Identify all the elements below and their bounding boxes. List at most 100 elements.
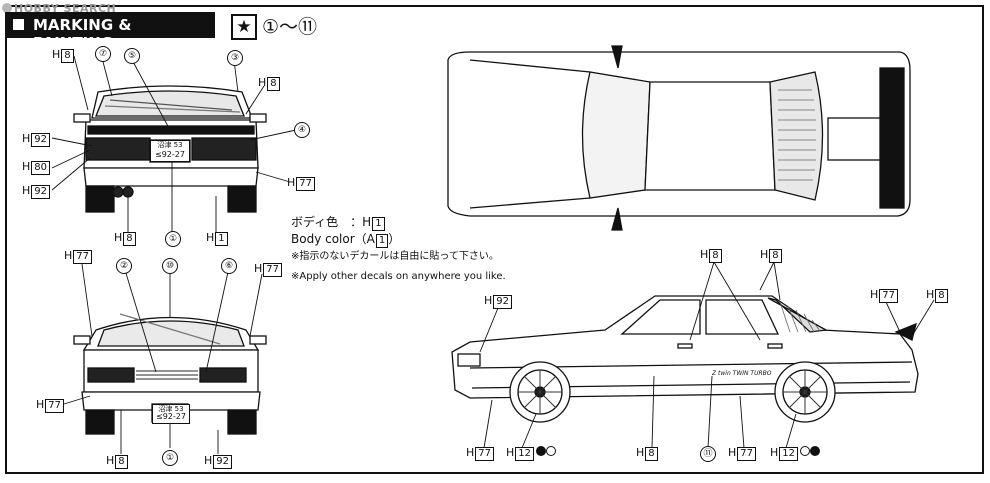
h-code-value: 77 (45, 399, 65, 413)
h-code-value: 8 (935, 289, 948, 303)
h-prefix: H (287, 176, 296, 189)
callout-6-front: ⑥ (221, 258, 237, 274)
rear-view-drawing (73, 85, 267, 213)
h-prefix: H (870, 288, 879, 301)
body-color-jp-text: ボディ色 ：H (291, 215, 372, 229)
header-square-icon (13, 19, 24, 30)
h-code-value: 8 (769, 249, 782, 263)
h-code-value: 77 (263, 263, 283, 277)
h-prefix: H (636, 446, 645, 459)
h-prefix: H (206, 231, 215, 244)
callout-5-rear: ⑤ (124, 48, 140, 64)
section-title: MARKING & PAINTING (33, 16, 132, 52)
side-stripe-decal: Z twin TWIN TURBO (712, 370, 772, 377)
decal-note-jp: ※指示のないデカールは自由に貼って下さい。 (291, 251, 499, 262)
body-color-jp-code: 1 (372, 217, 385, 231)
watermark: HOBBY SEARCH (2, 2, 116, 15)
h-code-value: 8 (645, 447, 658, 461)
h-code-value: 92 (31, 133, 51, 147)
h-prefix: H (484, 294, 493, 307)
hobby-search-logo-icon (2, 3, 12, 13)
front-license-plate: 沼津 53 ≤92-27 (152, 404, 190, 424)
h-prefix: H (114, 231, 123, 244)
h-code-value: 8 (61, 49, 74, 63)
h-prefix: H (36, 398, 45, 411)
body-color-en-close: ） (388, 232, 401, 246)
h-prefix: H (22, 160, 31, 173)
front-view-drawing (73, 313, 267, 435)
callout-1-rear: ① (165, 231, 181, 247)
callout-1-front: ① (162, 450, 178, 466)
callout-3-rear: ③ (227, 50, 243, 66)
h-prefix: H (254, 262, 263, 275)
h-prefix: H (64, 249, 73, 262)
h-code-value: 92 (493, 295, 513, 309)
h-code-value: 8 (709, 249, 722, 263)
h-code-value: 80 (31, 161, 51, 175)
plate-line2: ≤92-27 (155, 150, 185, 159)
h-code-value: 77 (475, 447, 495, 461)
h-code-value: 8 (267, 77, 280, 91)
h-prefix: H (52, 48, 61, 61)
callout-4-rear: ④ (294, 122, 310, 138)
section-header: MARKING & PAINTING (5, 12, 215, 52)
h-code-value: 8 (115, 455, 128, 469)
h-prefix: H (770, 446, 779, 459)
callout-11-side: ⑪ (700, 446, 716, 462)
h-prefix: H (22, 184, 31, 197)
h-prefix: H (466, 446, 475, 459)
h-code-value: 1 (215, 232, 228, 246)
wheel-color-dots-icon (536, 446, 557, 460)
h-prefix: H (760, 248, 769, 261)
side-view-drawing (451, 295, 919, 423)
h-code-value: 92 (31, 185, 51, 199)
rear-license-plate: 沼津 53 ≤92-27 (150, 140, 190, 162)
instruction-frame (5, 5, 984, 474)
h-code-value: 12 (779, 447, 799, 461)
h-code-value: 77 (73, 250, 93, 264)
h-prefix: H (926, 288, 935, 301)
h-code-value: 77 (879, 289, 899, 303)
h-prefix: H (204, 454, 213, 467)
star-icon: ★ (231, 14, 257, 40)
h-prefix: H (700, 248, 709, 261)
h-prefix: H (106, 454, 115, 467)
plate-line1: 沼津 53 (158, 405, 184, 413)
callout-10-front: ⑩ (162, 258, 178, 274)
h-prefix: H (728, 446, 737, 459)
h-prefix: H (506, 446, 515, 459)
plate-line1: 沼津 53 (157, 141, 183, 149)
h-code-value: 77 (737, 447, 757, 461)
wheel-color-dots-icon (800, 446, 821, 460)
callout-2-front: ② (116, 258, 132, 274)
top-view-drawing (447, 45, 911, 231)
body-color-en-text: Body color（A (291, 232, 375, 246)
h-code-value: 92 (213, 455, 233, 469)
decal-range: ①～⑪ (262, 16, 318, 38)
callout-7-rear: ⑦ (95, 46, 111, 62)
h-code-value: 12 (515, 447, 535, 461)
h-prefix: H (22, 132, 31, 145)
h-prefix: H (258, 76, 267, 89)
